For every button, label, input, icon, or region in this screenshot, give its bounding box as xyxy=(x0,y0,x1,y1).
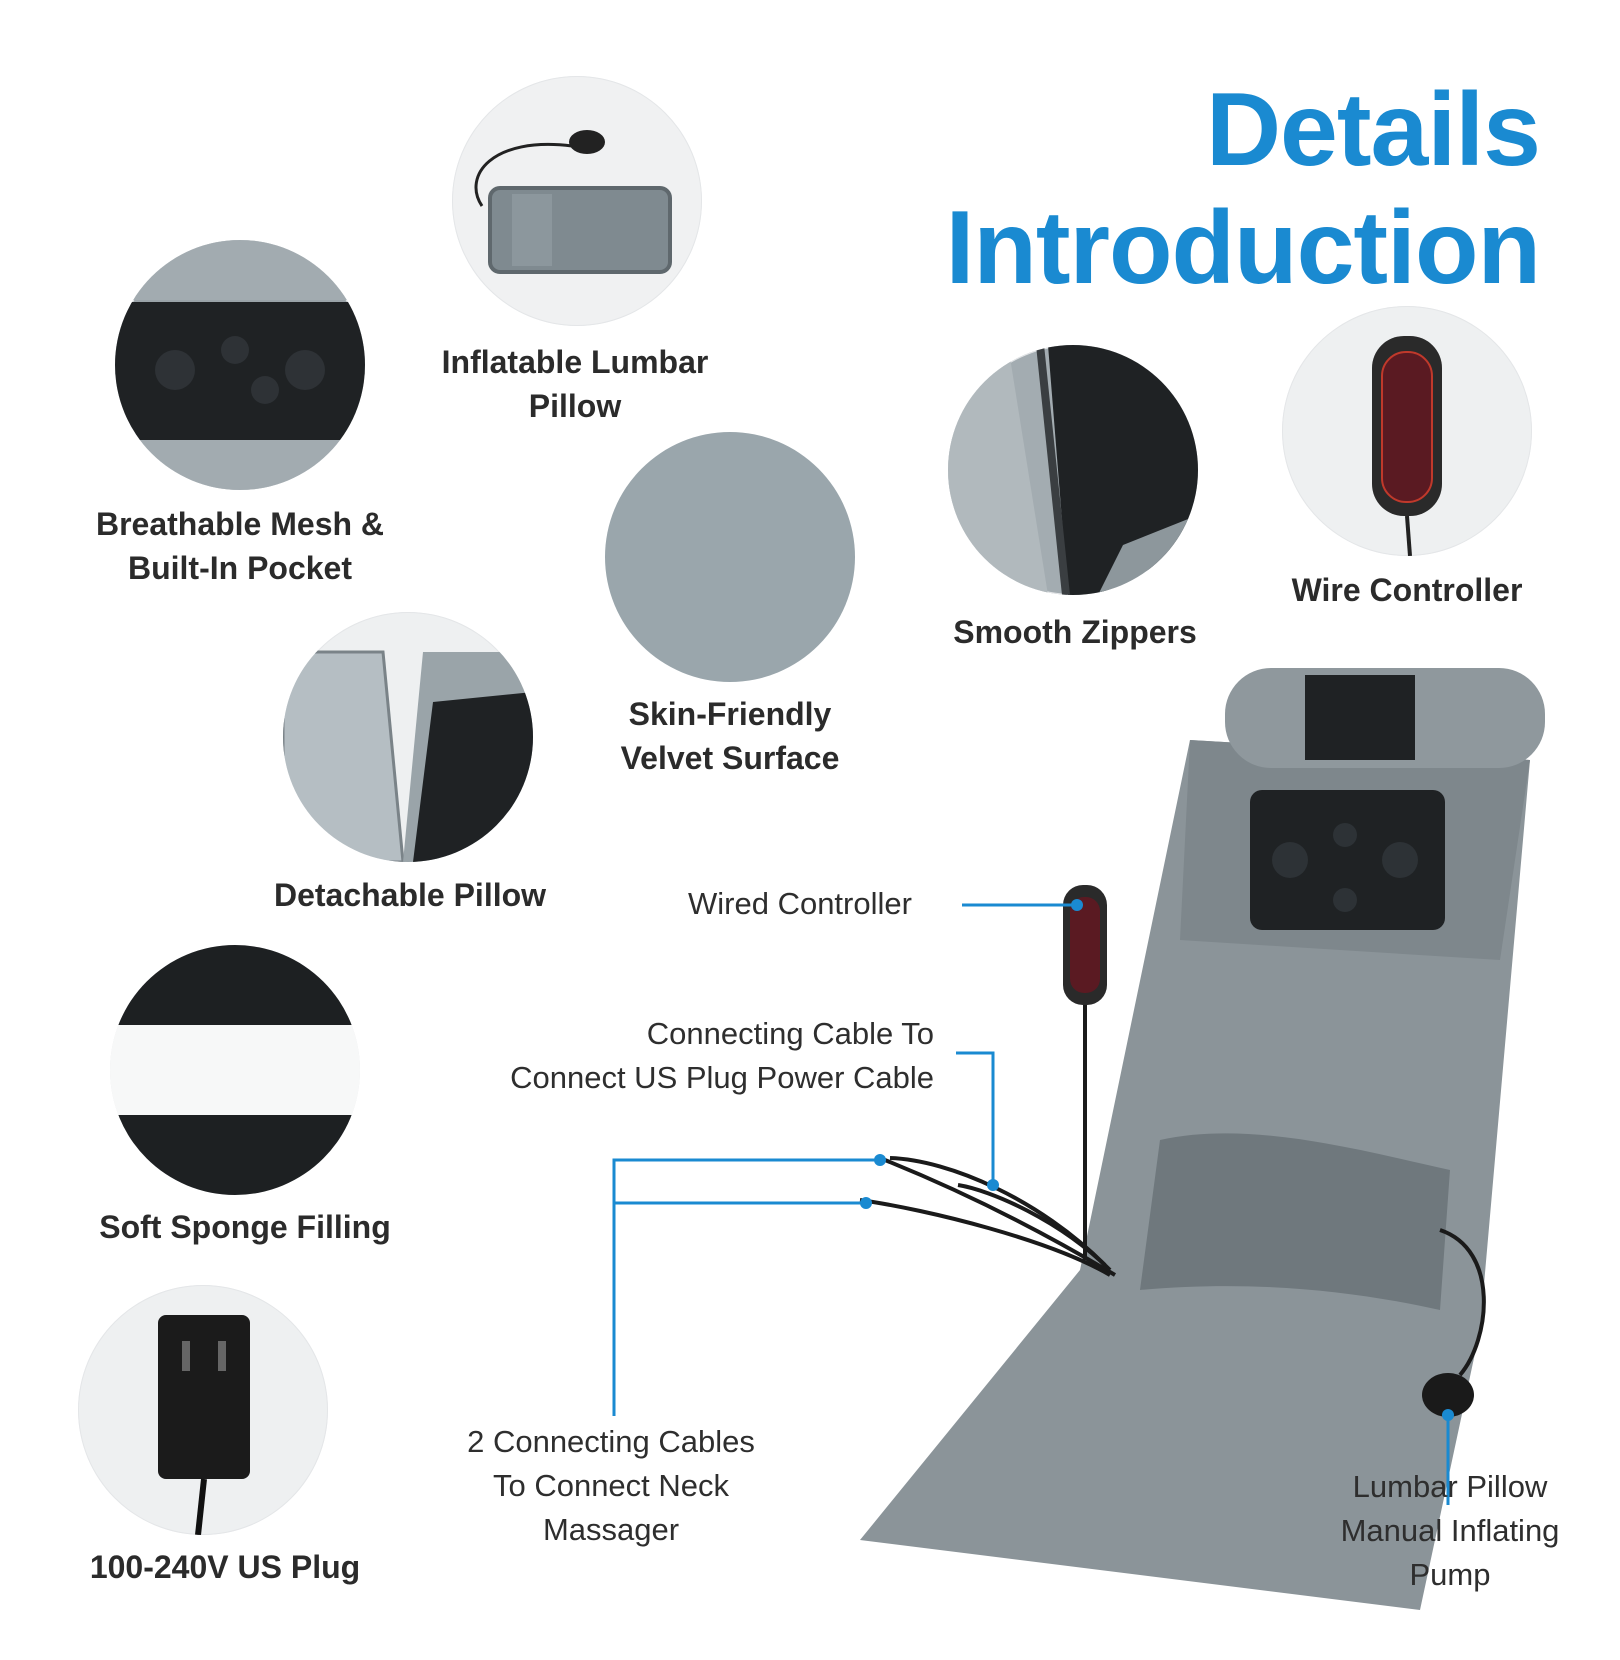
caption-line: Pillow xyxy=(528,388,622,424)
caption-line: Built-In Pocket xyxy=(127,550,352,586)
caption-line: Wire Controller xyxy=(1291,572,1523,608)
velvet-surface-caption: Skin-Friendly Velvet Surface xyxy=(565,692,895,780)
caption-line: Smooth Zippers xyxy=(953,614,1197,650)
us-plug-caption: 100-240V US Plug xyxy=(60,1545,390,1589)
soft-sponge-image xyxy=(110,945,360,1195)
wired-controller-callout: Wired Controller xyxy=(688,886,912,921)
inflatable-lumbar-pillow-caption: Inflatable Lumbar Pillow xyxy=(400,340,750,428)
lumbar-pump-callout: Lumbar Pillow Manual Inflating Pump xyxy=(1300,1465,1600,1597)
callout-line: To Connect Neck xyxy=(492,1468,730,1503)
detachable-pillow-caption: Detachable Pillow xyxy=(245,873,575,917)
inflatable-lumbar-pillow-image xyxy=(452,76,702,326)
soft-sponge-caption: Soft Sponge Filling xyxy=(70,1205,420,1249)
caption-line: Detachable Pillow xyxy=(273,877,547,913)
smooth-zippers-image xyxy=(948,345,1198,595)
mesh-panel xyxy=(1250,790,1445,930)
callout-line: 2 Connecting Cables xyxy=(467,1424,755,1459)
callout-line: Manual Inflating xyxy=(1340,1513,1560,1548)
callout-line: Connect US Plug Power Cable xyxy=(510,1060,934,1095)
callout-line: Lumbar Pillow xyxy=(1352,1469,1548,1504)
caption-line: 100-240V US Plug xyxy=(89,1549,361,1585)
velvet-surface-image xyxy=(605,432,855,682)
caption-line: Inflatable Lumbar xyxy=(441,344,709,380)
power-cable-callout: Connecting Cable To Connect US Plug Powe… xyxy=(432,1012,934,1100)
inflating-pump xyxy=(1422,1373,1474,1417)
caption-line: Velvet Surface xyxy=(620,740,840,776)
smooth-zippers-caption: Smooth Zippers xyxy=(920,610,1230,654)
wire-controller-image xyxy=(1282,306,1532,556)
us-plug-image xyxy=(78,1285,328,1535)
lumbar-pillow xyxy=(1140,1133,1450,1310)
neck-cables-callout: 2 Connecting Cables To Connect Neck Mass… xyxy=(436,1420,786,1552)
wire-controller-caption: Wire Controller xyxy=(1262,568,1552,612)
callout-line: Connecting Cable To xyxy=(646,1016,934,1051)
caption-line: Skin-Friendly xyxy=(628,696,832,732)
caption-line: Soft Sponge Filling xyxy=(99,1209,391,1245)
callout-line: Pump xyxy=(1409,1557,1491,1592)
callout-line: Massager xyxy=(542,1512,680,1547)
title-line-1: Details xyxy=(1205,72,1541,188)
breathable-mesh-caption: Breathable Mesh & Built-In Pocket xyxy=(60,502,420,590)
caption-line: Breathable Mesh & xyxy=(95,506,385,542)
title-line-2: Introduction xyxy=(945,190,1541,306)
